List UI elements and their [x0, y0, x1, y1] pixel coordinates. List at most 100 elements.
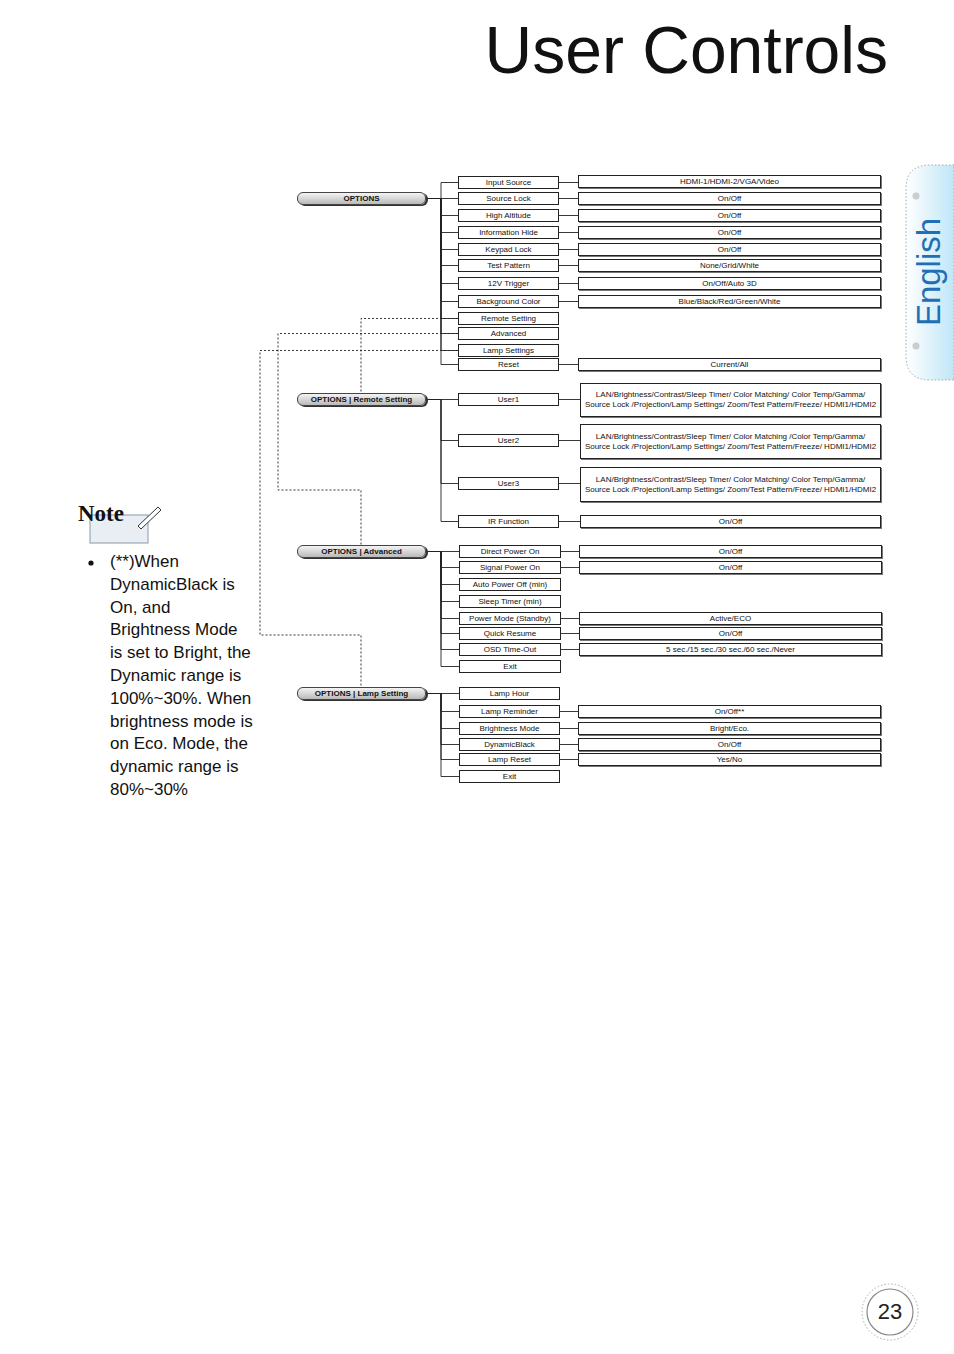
node-text: Lamp Hour: [490, 689, 530, 698]
tree-connector: [426, 400, 458, 522]
node-text: On/Off: [719, 629, 742, 638]
menu-item: Information Hide: [458, 226, 559, 239]
tree-connector: [559, 364, 578, 365]
menu-item: Direct Power On: [459, 545, 561, 558]
value-box: On/Off: [578, 226, 881, 239]
node-text: OPTIONS | Remote Setting: [311, 395, 412, 404]
menu-item: Keypad Lock: [458, 243, 559, 256]
value-box: On/Off: [578, 243, 881, 256]
side-tab-label: English: [911, 218, 947, 326]
tree-connector: [426, 552, 459, 667]
node-text: User3: [498, 479, 519, 488]
node-text: Active/ECO: [710, 614, 751, 623]
tab-dot: [913, 343, 920, 350]
tree-connector: [559, 232, 578, 233]
menu-item: IR Function: [458, 515, 559, 528]
node-text: Exit: [503, 772, 516, 781]
tree-connector: [560, 759, 578, 760]
node-text: Advanced: [491, 329, 527, 338]
value-box: LAN/Brightness/Contrast/Sleep Timer/ Col…: [580, 424, 881, 459]
tree-connector: [426, 199, 458, 302]
node-text: Blue/Black/Red/Green/White: [679, 297, 781, 306]
submenu-link: [260, 351, 458, 688]
node-text: DynamicBlack: [484, 740, 535, 749]
menu-item: Input Source: [458, 176, 559, 189]
node-text: Brightness Mode: [479, 724, 539, 733]
menu-item: Quick Resume: [459, 627, 561, 640]
menu-item: Reset: [458, 358, 559, 371]
value-box: On/Off: [580, 515, 881, 528]
value-box: HDMI-1/HDMI-2/VGA/Video: [578, 175, 881, 188]
value-box: On/Off: [579, 561, 882, 574]
node-text: On/Off: [719, 563, 742, 572]
page-title: User Controls: [485, 12, 888, 88]
node-text: Source Lock: [486, 194, 530, 203]
menu-item: Power Mode (Standby): [459, 612, 561, 625]
tree-connector: [561, 551, 579, 552]
node-text: OPTIONS | Lamp Setting: [315, 689, 408, 698]
node-text: Signal Power On: [480, 563, 540, 572]
node-text: Power Mode (Standby): [469, 614, 551, 623]
node-text: LAN/Brightness/Contrast/Sleep Timer/ Col…: [583, 390, 878, 410]
menu-item: Source Lock: [458, 192, 559, 205]
node-text: On/Off**: [715, 707, 745, 716]
tree-connector: [426, 694, 459, 712]
page-number: 23: [878, 1299, 902, 1325]
tree-connector: [426, 199, 458, 334]
node-text: User1: [498, 395, 519, 404]
tree-connector: [560, 728, 578, 729]
tree-connector: [426, 199, 458, 319]
node-text: None/Grid/White: [700, 261, 759, 270]
node-text: Bright/Eco.: [710, 724, 749, 733]
tree-connector: [426, 552, 459, 619]
value-box: Blue/Black/Red/Green/White: [578, 295, 881, 308]
tree-connector: [561, 567, 579, 568]
value-box: On/Off: [579, 545, 882, 558]
tree-connector: [559, 283, 578, 284]
node-text: On/Off: [718, 228, 741, 237]
menu-item: Lamp Settings: [458, 344, 559, 357]
tree-connector: [559, 521, 580, 522]
tree-connector: [426, 199, 458, 351]
tab-dot: [913, 193, 920, 200]
menu-item: User2: [458, 434, 559, 447]
node-text: Background Color: [476, 297, 540, 306]
node-text: Keypad Lock: [485, 245, 531, 254]
value-box: On/Off/Auto 3D: [578, 277, 881, 290]
node-text: On/Off: [719, 517, 742, 526]
node-text: 5 sec./15 sec./30 sec./60 sec./Never: [666, 645, 795, 654]
menu-item: User3: [458, 477, 559, 490]
tree-connector: [426, 199, 458, 284]
tree-connector: [426, 552, 459, 634]
menu-header: OPTIONS: [297, 192, 426, 205]
node-text: LAN/Brightness/Contrast/Sleep Timer/ Col…: [583, 432, 878, 452]
node-text: Lamp Settings: [483, 346, 534, 355]
tree-connector: [559, 249, 578, 250]
value-box: On/Off: [578, 209, 881, 222]
value-box: Yes/No: [578, 753, 881, 766]
node-text: IR Function: [488, 517, 529, 526]
menu-item: Exit: [459, 660, 561, 673]
menu-item: DynamicBlack: [459, 738, 560, 751]
menu-item: Lamp Hour: [459, 687, 560, 700]
node-text: OPTIONS: [343, 194, 379, 203]
bullet: [88, 560, 93, 565]
menu-item: Signal Power On: [459, 561, 561, 574]
node-text: High Altitude: [486, 211, 531, 220]
tree-connector: [426, 199, 458, 216]
node-text: Lamp Reminder: [481, 707, 538, 716]
node-text: Auto Power Off (min): [473, 580, 548, 589]
tree-connector: [561, 618, 579, 619]
menu-item: Lamp Reset: [459, 753, 560, 766]
node-text: Information Hide: [479, 228, 538, 237]
value-box: On/Off**: [578, 705, 881, 718]
node-text: User2: [498, 436, 519, 445]
menu-item: Auto Power Off (min): [459, 578, 561, 591]
node-text: Quick Resume: [484, 629, 536, 638]
tree-connector: [426, 694, 459, 729]
tree-connector: [426, 400, 458, 484]
node-text: On/Off: [718, 194, 741, 203]
node-text: Reset: [498, 360, 519, 369]
tree-connector: [426, 199, 458, 233]
